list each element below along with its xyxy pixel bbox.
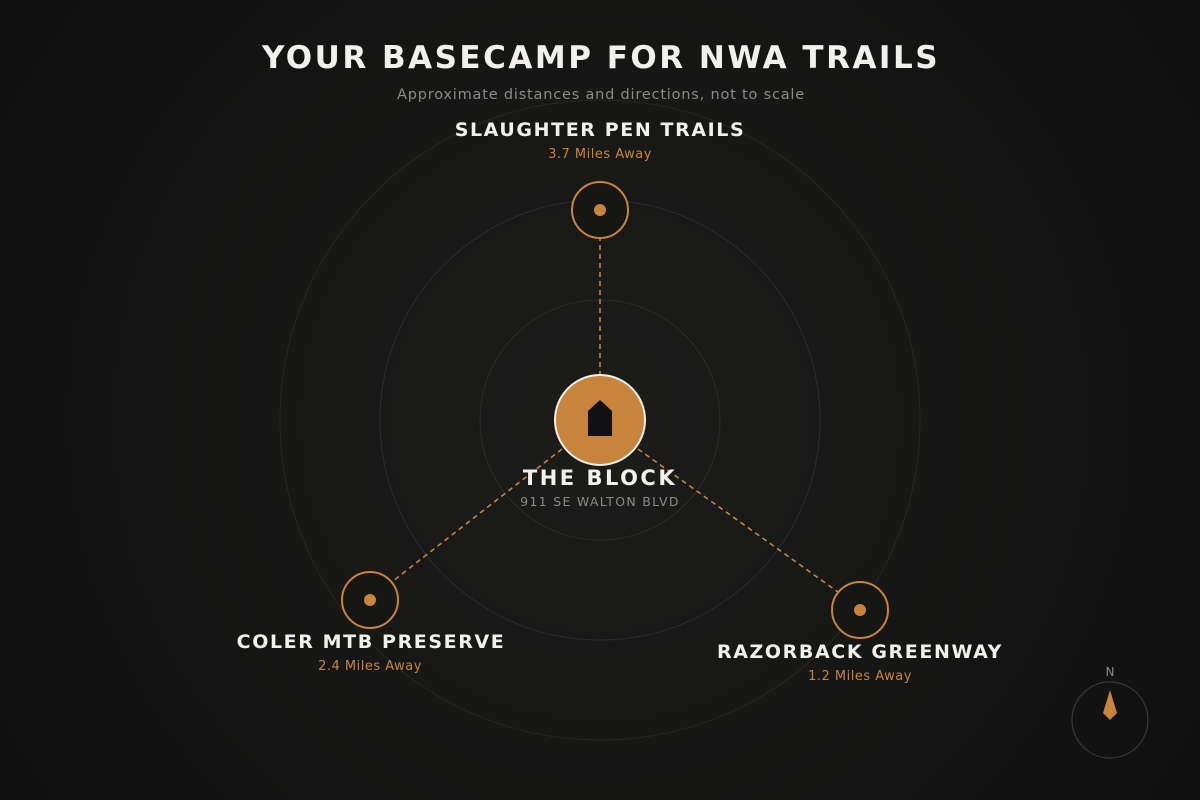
destination-distance-slaughter-pen: 3.7 Miles Away bbox=[548, 147, 652, 162]
page-title: YOUR BASECAMP FOR NWA TRAILS bbox=[261, 40, 941, 76]
compass-north-label: N bbox=[1105, 665, 1115, 679]
destination-name-slaughter-pen: SLAUGHTER PEN TRAILS bbox=[454, 119, 746, 141]
destination-name-razorback: RAZORBACK GREENWAY bbox=[717, 641, 1003, 663]
basecamp-address: 911 SE WALTON BLVD bbox=[520, 494, 680, 509]
destination-name-coler: COLER MTB PRESERVE bbox=[236, 631, 506, 653]
connector-line-southeast bbox=[637, 448, 839, 593]
page-subtitle: Approximate distances and directions, no… bbox=[397, 87, 805, 103]
destination-marker-razorback[interactable] bbox=[831, 581, 889, 639]
house-icon bbox=[588, 400, 612, 436]
compass-needle-icon bbox=[1103, 690, 1117, 720]
basecamp-name: THE BLOCK bbox=[522, 466, 678, 490]
marker-dot bbox=[594, 204, 606, 216]
marker-dot bbox=[364, 594, 376, 606]
connector-lines bbox=[392, 238, 839, 593]
basecamp-marker[interactable] bbox=[554, 374, 646, 466]
compass-ring bbox=[1071, 681, 1149, 759]
marker-dot bbox=[854, 604, 866, 616]
range-ring-outer bbox=[279, 99, 921, 741]
destination-marker-slaughter-pen[interactable] bbox=[571, 181, 629, 239]
destination-distance-razorback: 1.2 Miles Away bbox=[808, 669, 912, 684]
compass bbox=[1071, 681, 1149, 759]
destination-marker-coler[interactable] bbox=[341, 571, 399, 629]
destination-distance-coler: 2.4 Miles Away bbox=[318, 659, 422, 674]
